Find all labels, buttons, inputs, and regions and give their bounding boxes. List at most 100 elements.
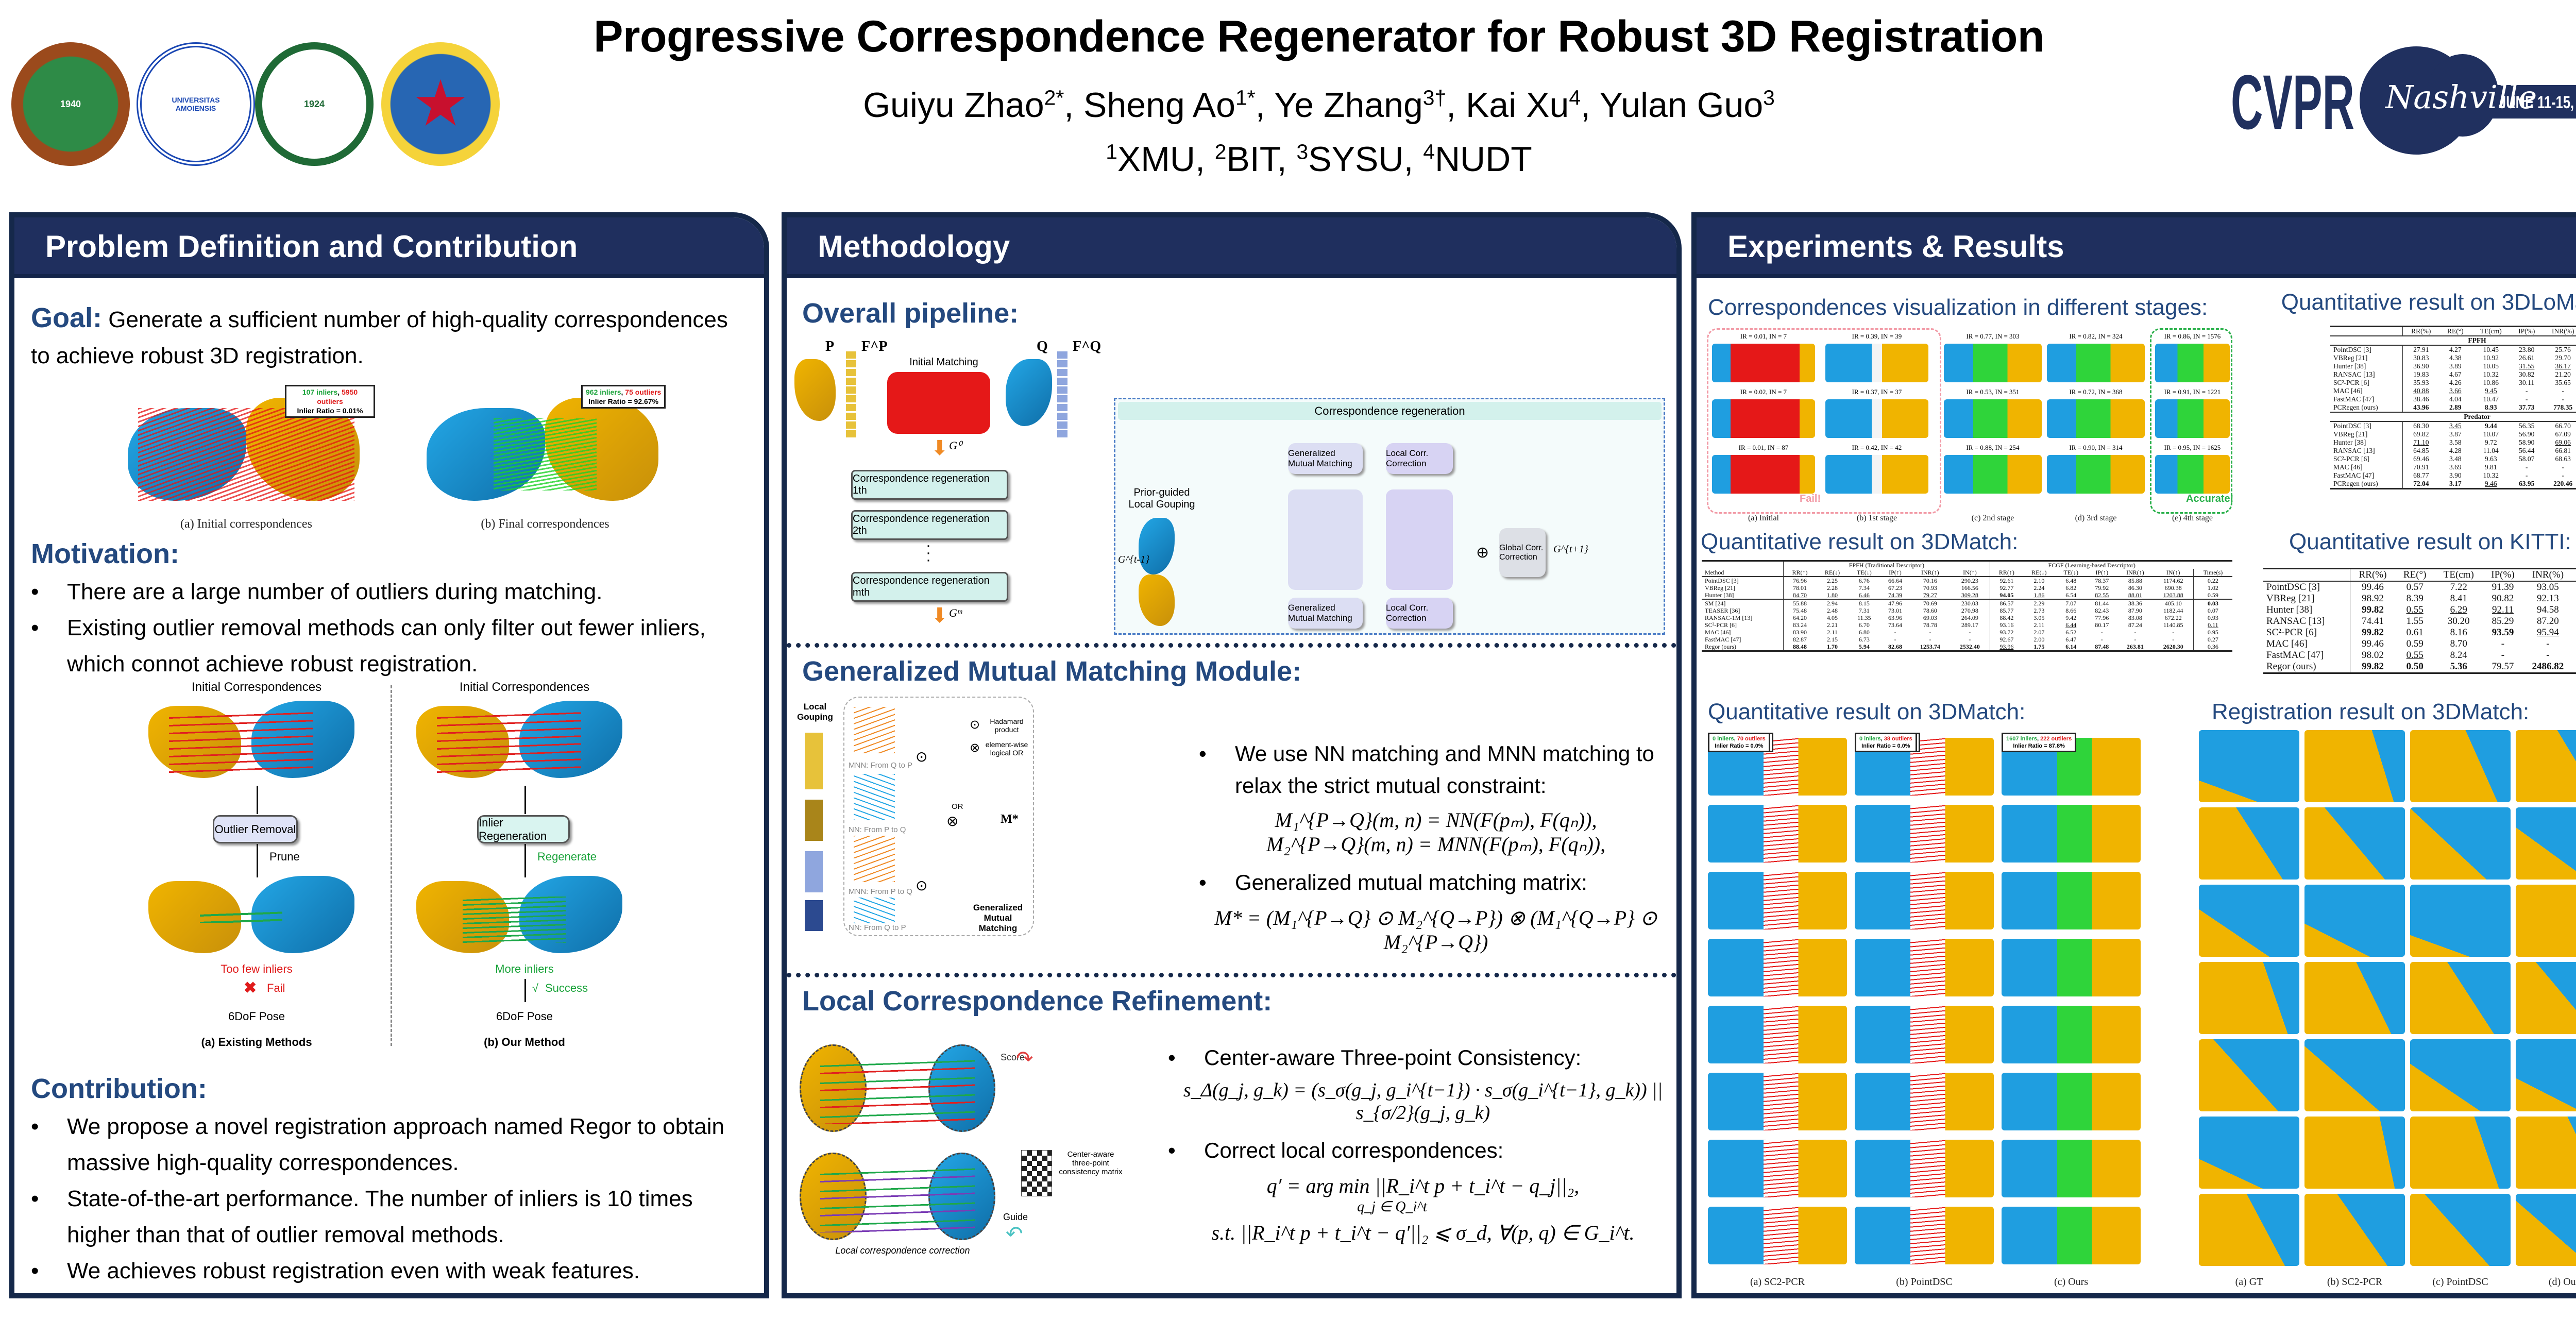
value-cell: 30.11 <box>2519 379 2535 386</box>
qual-thumbnail <box>1708 1073 1847 1130</box>
ellipsis: ··· <box>926 537 931 568</box>
value-cell: 1.80 <box>1827 591 1838 599</box>
value-cell: 8.70 <box>2450 638 2467 649</box>
qual-thumbnail <box>2002 805 2141 863</box>
value-cell: 78.01 <box>1783 584 1817 591</box>
affil-name: NUDT <box>1434 140 1532 179</box>
inlier-count: 0 inliers <box>1713 736 1734 742</box>
registration-thumbnail <box>2199 962 2299 1034</box>
value-cell: 26.61 <box>2519 354 2535 362</box>
table-row: MAC [46]40.883.669.45--- <box>2330 387 2576 395</box>
registration-thumbnail <box>2304 885 2405 957</box>
registration-thumbnail <box>2516 730 2576 802</box>
value-cell: 56.90 <box>2519 430 2535 438</box>
lcc-detail <box>1386 489 1453 590</box>
value-cell: 4.05 <box>1827 614 1838 621</box>
logo-year: 1940 <box>60 98 81 109</box>
reg-caption: (a) GT <box>2235 1276 2263 1288</box>
value-cell: 247.50 <box>2573 604 2576 616</box>
value-cell: 4.67 <box>2449 370 2462 378</box>
inlier-regeneration-box: Inlier Regeneration <box>477 815 570 843</box>
value-cell: 6.29 <box>2450 604 2467 615</box>
value-cell: TE(↓) <box>1857 569 1872 576</box>
value-cell: RR(%) <box>2349 568 2396 581</box>
value-cell: 2.25 <box>1816 576 1849 584</box>
value-cell: 66.64 <box>1880 576 1910 584</box>
value-cell: 27.91 <box>2402 345 2439 354</box>
value-cell: 4.26 <box>2449 379 2462 386</box>
stage-caption: (b) 1st stage <box>1856 514 1897 522</box>
registration-thumbnail <box>2410 1039 2511 1111</box>
value-cell: 93.96 <box>1990 643 2023 651</box>
value-cell: 8.41 <box>2450 593 2467 604</box>
value-cell: 3.90 <box>2449 471 2462 479</box>
value-cell: 2.89 <box>2449 403 2462 411</box>
value-cell: 6.70 <box>1858 621 1870 629</box>
lomatch-label: Quantitative result on 3DLoMatch: <box>2281 290 2576 315</box>
value-cell: 309.28 <box>1961 591 1978 599</box>
registration-thumbnail <box>2516 962 2576 1034</box>
value-cell: 0.27 <box>2193 636 2232 643</box>
value-cell: 2.07 <box>2033 629 2045 636</box>
gmm-box: Generalized Mutual Matching <box>1288 598 1363 629</box>
ir-label: IR = 0.82, IN = 324 <box>2069 332 2123 340</box>
lcc-box: Local Corr. Correction <box>1386 598 1453 629</box>
value-cell: 99.46 <box>2349 581 2396 593</box>
author-sup: 3† <box>1422 86 1447 110</box>
value-cell: 98.02 <box>2349 650 2396 661</box>
stage-box: Correspondence regeneration 2th <box>851 510 1008 540</box>
stage-thumbnail <box>1712 455 1815 494</box>
affil-sup: 4 <box>1423 140 1435 164</box>
consistency-matrix <box>1021 1150 1052 1196</box>
value-cell: 690.38 <box>2164 584 2182 591</box>
group-row: FPFH <box>2330 335 2576 345</box>
method-cell: Regor (ours) <box>1705 643 1736 650</box>
reg-caption: (c) PointDSC <box>2432 1276 2488 1288</box>
method-cell: VBReg [21] <box>2333 430 2368 438</box>
value-cell: 6.46 <box>1858 591 1870 599</box>
arrow-down-icon: ⬇ <box>931 604 948 627</box>
divider <box>391 685 392 1046</box>
value-cell: - <box>1969 636 1971 643</box>
affil-sup: 1 <box>1106 140 1117 164</box>
author-name: Guiyu Zhao <box>863 86 1044 125</box>
value-cell: 94.58 <box>2537 604 2559 615</box>
value-cell: 3.89 <box>2449 362 2462 370</box>
stage-thumbnail <box>1825 455 1928 494</box>
outlier-count: 222 outliers <box>2040 736 2072 742</box>
value-cell: 4.38 <box>2449 354 2462 362</box>
value-cell: 83.90 <box>1783 629 1817 636</box>
qual-thumbnail <box>2002 1073 2141 1130</box>
value-cell: 43.96 <box>2402 403 2439 412</box>
value-cell: 10.05 <box>2483 362 2499 370</box>
panel-title: Methodology <box>787 217 1676 278</box>
motivation-item: Existing outlier removal methods can onl… <box>31 610 757 682</box>
affil-sup: 2 <box>1214 140 1227 164</box>
city-text: Nashville <box>2384 78 2537 116</box>
value-cell: 69.46 <box>2402 455 2439 463</box>
value-cell: 38.36 <box>2117 599 2154 607</box>
value-cell: 7.07 <box>2055 599 2087 607</box>
table-row: MAC [46]70.913.699.81--- <box>2330 463 2576 471</box>
value-cell: 5.94 <box>1858 643 1870 650</box>
contribution-item: We propose a novel registration approach… <box>31 1109 757 1181</box>
author-sup: 3 <box>1763 86 1775 110</box>
value-cell: IN(↑) <box>2166 569 2180 576</box>
value-cell: 29.70 <box>2555 354 2571 362</box>
value-cell: 1203.88 <box>2163 591 2183 599</box>
value-cell: 4.28 <box>2449 447 2462 454</box>
value-cell: 78.78 <box>1923 621 1937 629</box>
value-cell: 0.57 <box>2395 581 2434 593</box>
value-cell: 247.11 <box>2573 581 2576 593</box>
contribution-label: Contribution: <box>31 1073 207 1104</box>
value-cell: 72.04 <box>2402 480 2439 489</box>
value-cell: 94.05 <box>1990 591 2023 599</box>
value-cell: 36.90 <box>2402 362 2439 370</box>
value-cell: 1.55 <box>2406 616 2424 627</box>
value-cell: 1.70 <box>1827 643 1838 650</box>
value-cell: TE(cm) <box>2443 569 2474 580</box>
author-name: Kai Xu <box>1465 86 1569 125</box>
regen-detail: Correspondence regeneration Prior-guided… <box>1114 398 1665 635</box>
